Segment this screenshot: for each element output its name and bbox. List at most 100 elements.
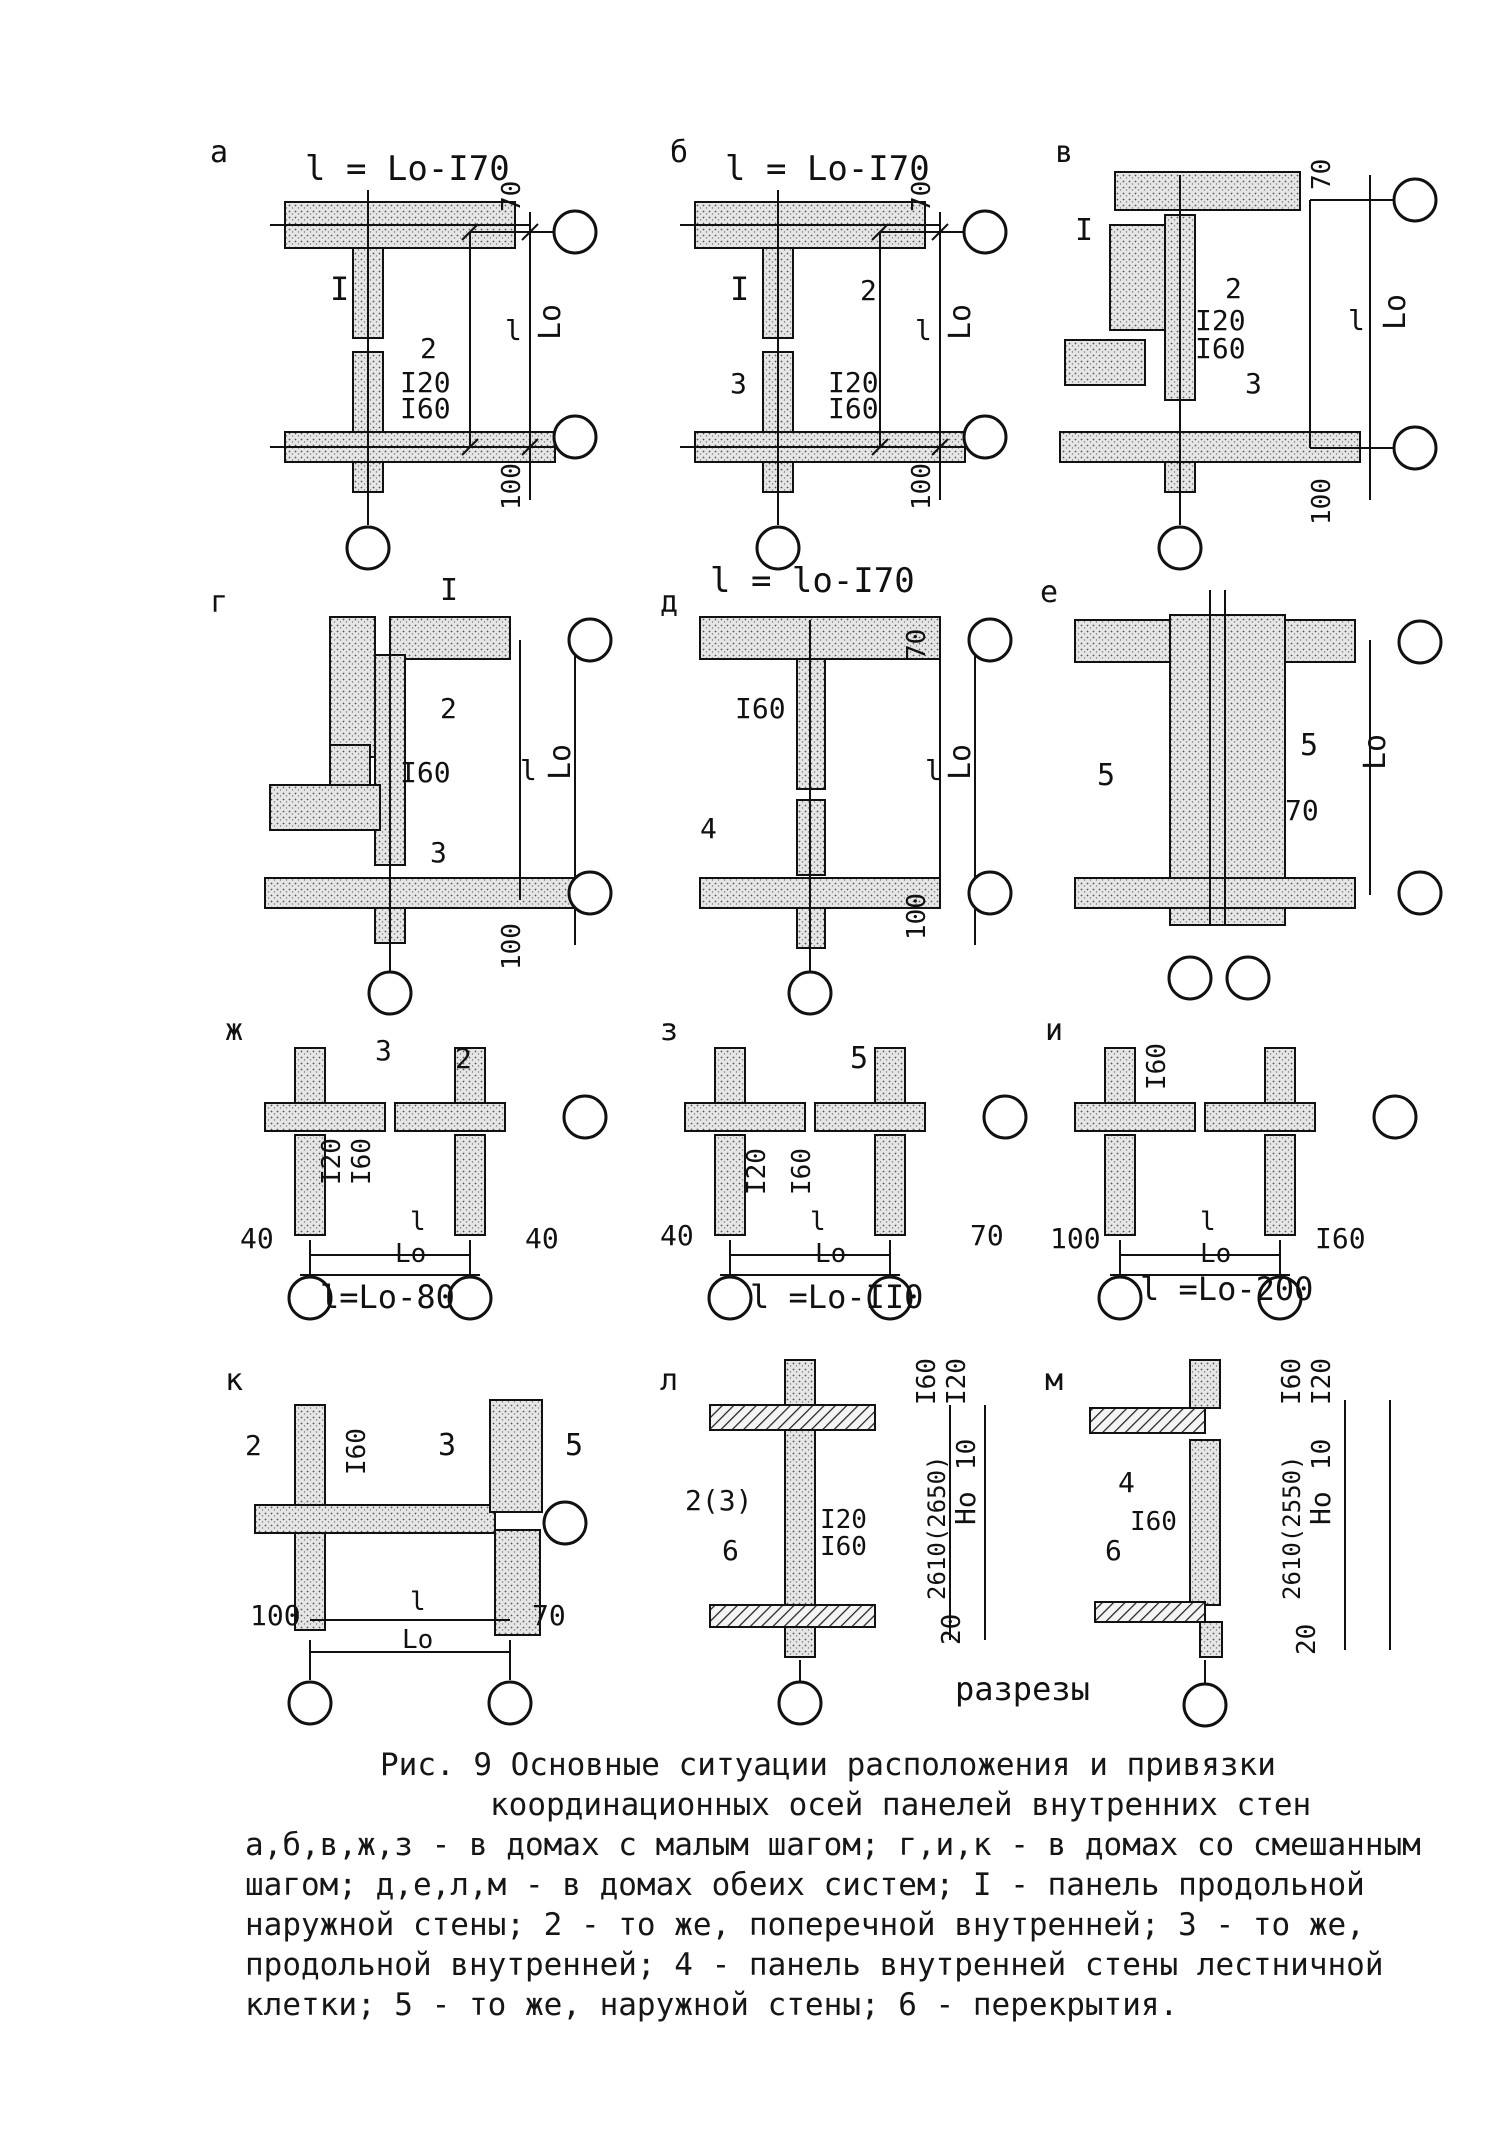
drawing-label: 5 [850,1041,868,1076]
outer-wall-panel [329,744,371,786]
drawing-label: 40 [525,1222,559,1255]
drawing-label: l [520,754,537,787]
panel-letter: в [1055,135,1073,170]
drawing-label: 4 [700,812,717,845]
panel-letter: и [1045,1013,1063,1048]
panel-letter: з [660,1013,678,1048]
dimension-tick [461,223,479,241]
caption-body-line2: шагом; д,е,л,м - в домах обеих систем; I… [245,1867,1365,1903]
panel-letter: к [225,1363,243,1398]
panel-letter: м [1045,1363,1063,1398]
axis-marker [1257,1275,1303,1321]
drawing-label: 2 [455,1042,472,1075]
stair-wall-panel [494,1529,541,1636]
drawing-label: l=Lo-80 [320,1278,455,1316]
axis-marker [567,870,613,916]
drawing-label: I60 [1130,1507,1177,1537]
panel-letter: б [670,135,688,170]
axis-marker [447,1275,493,1321]
drawing-label: I60 [347,1138,377,1185]
drawing-label: l [925,754,942,787]
axis-marker [707,1275,753,1321]
axis-marker [1225,955,1271,1001]
stair-wall-panel [489,1399,543,1513]
axis-marker [1167,955,1213,1001]
axis-marker [1157,525,1203,571]
drawing-label: l [505,314,522,347]
dimension-tick [871,223,889,241]
drawing-label: 5 [565,1428,583,1463]
drawing-label: Lo [815,1239,846,1269]
figure-caption: Рис. 9 Основные ситуации расположения и … [245,1745,1465,2025]
drawing-label: 3 [730,367,747,400]
drawing-label: Lo [943,304,978,340]
drawing-label: 70 [532,1599,566,1632]
drawing-label: 20 [1292,1624,1322,1655]
drawing-label: l [1348,304,1365,337]
drawing-label: 4 [1118,1466,1135,1499]
cross-wall-panel [1264,1047,1296,1104]
drawing-label: 10 [952,1439,982,1470]
drawing-label: Lo [943,744,978,780]
inner-long-wall-panel [254,1504,496,1534]
cross-wall-panel [784,1359,816,1406]
drawing-label: l = Lo-I70 [305,149,510,189]
axis-marker [967,617,1013,663]
drawing-label: Lo [543,744,578,780]
drawing-label: l [810,1207,826,1237]
cross-wall-panel [294,1047,326,1104]
floor-slab [709,1604,876,1628]
drawing-label: 40 [240,1222,274,1255]
drawing-label: 70 [497,181,527,212]
inner-long-wall-panel [264,877,576,909]
panel-letter: а [210,135,228,170]
axis-marker [1392,425,1438,471]
cross-wall-panel [294,1529,326,1631]
panel-letter: г [210,585,228,620]
drawing-label: Lo [1358,734,1393,770]
drawing-label: I20 [317,1138,347,1185]
axis-marker [962,209,1008,255]
outer-wall-panel [1114,171,1301,211]
drawing-label: I20 [1195,304,1246,337]
drawing-label: 3 [1245,367,1262,400]
axis-marker [1397,870,1443,916]
dimension-tick [871,438,889,456]
axis-marker [777,1680,823,1726]
axis-marker [787,970,833,1016]
axis-marker [345,525,391,571]
cross-wall-panel [294,1404,326,1511]
stair-wall-panel [1189,1439,1221,1606]
cross-wall-panel [784,1429,816,1606]
drawing-label: I [730,270,749,308]
drawing-label: 100 [1050,1222,1101,1255]
caption-body-line3: наружной стены; 2 - то же, поперечной вн… [245,1907,1365,1943]
drawing-label: Ho [949,1491,982,1525]
inner-long-wall-panel [1074,1102,1196,1132]
drawing-label: 2 [440,692,457,725]
inner-long-wall-panel [684,1102,806,1132]
drawing-label: 2 [860,274,877,307]
drawing-label: 100 [902,893,932,940]
axis-marker [287,1680,333,1726]
drawing-label: I [1075,213,1093,248]
drawing-label: l =Lo-II0 [750,1278,923,1316]
drawing-label: Lo [1378,294,1413,330]
drawing-label: I60 [828,392,879,425]
caption-body-line5: клетки; 5 - то же, наружной стены; 6 - п… [245,1987,1179,2023]
panel-letter: ж [225,1013,243,1048]
drawing-label: I20 [400,366,451,399]
cross-wall-panel [1104,1047,1136,1104]
cross-wall-panel [714,1134,746,1236]
drawing-label: I60 [400,392,451,425]
dimension-tick [521,438,539,456]
outer-wall-panel [1109,224,1171,331]
inner-long-wall-panel [394,1102,506,1132]
cross-wall-panel [784,1626,816,1658]
panel-letter: л [660,1363,678,1398]
cross-wall-panel [874,1134,906,1236]
drawing-label: 3 [430,836,447,869]
drawing-label: Lo [1200,1239,1231,1269]
drawing-label: I60 [1142,1043,1172,1090]
outer-wall-panel [389,616,511,660]
